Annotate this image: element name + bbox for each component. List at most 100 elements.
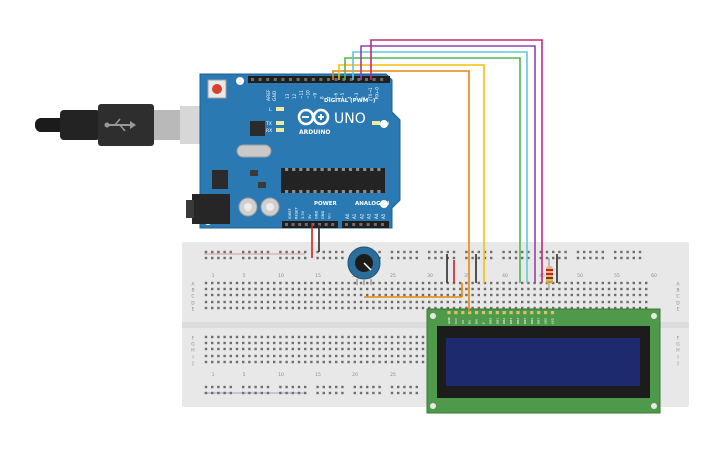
breadboard-hole[interactable] (304, 341, 307, 345)
breadboard-hole[interactable] (341, 281, 344, 285)
breadboard-hole[interactable] (235, 354, 239, 358)
breadboard-hole[interactable] (273, 354, 276, 358)
breadboard-hole[interactable] (589, 256, 592, 260)
header-pin[interactable] (298, 223, 302, 226)
breadboard-hole[interactable] (390, 306, 394, 310)
breadboard-hole[interactable] (372, 281, 375, 285)
breadboard-hole[interactable] (397, 360, 400, 364)
breadboard-hole[interactable] (570, 300, 573, 304)
breadboard-hole[interactable] (266, 256, 270, 260)
breadboard-hole[interactable] (217, 341, 220, 345)
breadboard-hole[interactable] (266, 360, 270, 364)
breadboard-hole[interactable] (496, 281, 499, 285)
breadboard-hole[interactable] (459, 306, 462, 310)
breadboard-hole[interactable] (353, 335, 356, 339)
breadboard-hole[interactable] (632, 250, 635, 254)
breadboard-hole[interactable] (583, 300, 586, 304)
breadboard-hole[interactable] (415, 306, 418, 310)
breadboard-hole[interactable] (366, 341, 369, 345)
breadboard-hole[interactable] (285, 341, 288, 345)
breadboard-hole[interactable] (304, 335, 307, 339)
breadboard-hole[interactable] (242, 300, 245, 304)
breadboard-hole[interactable] (285, 347, 288, 351)
breadboard-hole[interactable] (626, 250, 629, 254)
breadboard-hole[interactable] (341, 335, 344, 339)
breadboard-hole[interactable] (521, 287, 524, 291)
breadboard-hole[interactable] (279, 335, 282, 339)
breadboard-hole[interactable] (223, 287, 226, 291)
breadboard-hole[interactable] (273, 293, 276, 297)
breadboard-hole[interactable] (471, 306, 474, 310)
breadboard-hole[interactable] (645, 281, 648, 285)
breadboard-hole[interactable] (211, 250, 214, 254)
breadboard-hole[interactable] (502, 306, 505, 310)
breadboard-hole[interactable] (291, 385, 294, 389)
breadboard-hole[interactable] (297, 287, 301, 291)
breadboard-hole[interactable] (279, 354, 282, 358)
breadboard-hole[interactable] (211, 335, 214, 339)
breadboard-hole[interactable] (229, 391, 232, 395)
breadboard-hole[interactable] (310, 306, 313, 310)
breadboard-hole[interactable] (477, 306, 480, 310)
breadboard-hole[interactable] (403, 287, 406, 291)
breadboard-hole[interactable] (446, 250, 449, 254)
breadboard-hole[interactable] (217, 250, 220, 254)
resistor-icon[interactable] (546, 258, 553, 290)
breadboard-hole[interactable] (235, 306, 239, 310)
breadboard-hole[interactable] (490, 287, 493, 291)
breadboard-hole[interactable] (390, 341, 394, 345)
header-pin[interactable] (273, 78, 277, 81)
breadboard-hole[interactable] (347, 300, 350, 304)
breadboard-hole[interactable] (328, 250, 332, 254)
breadboard-hole[interactable] (335, 250, 338, 254)
breadboard-hole[interactable] (502, 293, 505, 297)
breadboard-hole[interactable] (347, 354, 350, 358)
breadboard-hole[interactable] (372, 347, 375, 351)
breadboard-hole[interactable] (297, 391, 301, 395)
breadboard-hole[interactable] (335, 341, 338, 345)
breadboard-hole[interactable] (204, 341, 208, 345)
breadboard-hole[interactable] (409, 256, 412, 260)
breadboard-hole[interactable] (316, 354, 319, 358)
breadboard-hole[interactable] (403, 354, 406, 358)
breadboard-hole[interactable] (564, 281, 567, 285)
breadboard-hole[interactable] (223, 341, 226, 345)
breadboard-hole[interactable] (645, 293, 648, 297)
breadboard-hole[interactable] (285, 335, 288, 339)
potentiometer-icon[interactable] (347, 246, 381, 285)
header-pin[interactable] (357, 78, 361, 81)
breadboard-hole[interactable] (341, 256, 344, 260)
breadboard-hole[interactable] (328, 354, 332, 358)
breadboard-hole[interactable] (521, 293, 524, 297)
breadboard-hole[interactable] (632, 306, 635, 310)
breadboard-hole[interactable] (248, 385, 251, 389)
breadboard-hole[interactable] (341, 360, 344, 364)
breadboard-hole[interactable] (440, 306, 443, 310)
breadboard-hole[interactable] (322, 281, 325, 285)
breadboard-hole[interactable] (248, 306, 251, 310)
breadboard-hole[interactable] (552, 306, 555, 310)
breadboard-hole[interactable] (428, 293, 431, 297)
breadboard-hole[interactable] (564, 250, 567, 254)
breadboard-hole[interactable] (415, 300, 418, 304)
breadboard-hole[interactable] (601, 300, 604, 304)
wire-yellow-d6[interactable] (338, 64, 485, 283)
breadboard-hole[interactable] (614, 281, 617, 285)
breadboard-hole[interactable] (266, 293, 270, 297)
breadboard-hole[interactable] (341, 341, 344, 345)
breadboard-hole[interactable] (533, 287, 536, 291)
breadboard-hole[interactable] (223, 347, 226, 351)
breadboard-hole[interactable] (514, 250, 518, 254)
breadboard-hole[interactable] (359, 341, 363, 345)
header-pin[interactable] (318, 223, 321, 226)
breadboard-hole[interactable] (558, 250, 561, 254)
breadboard-hole[interactable] (229, 347, 232, 351)
breadboard-hole[interactable] (521, 300, 524, 304)
breadboard-hole[interactable] (390, 385, 394, 389)
breadboard-hole[interactable] (229, 250, 232, 254)
breadboard-hole[interactable] (508, 250, 511, 254)
header-pin[interactable] (342, 78, 346, 81)
breadboard-hole[interactable] (465, 287, 468, 291)
breadboard-hole[interactable] (446, 300, 449, 304)
